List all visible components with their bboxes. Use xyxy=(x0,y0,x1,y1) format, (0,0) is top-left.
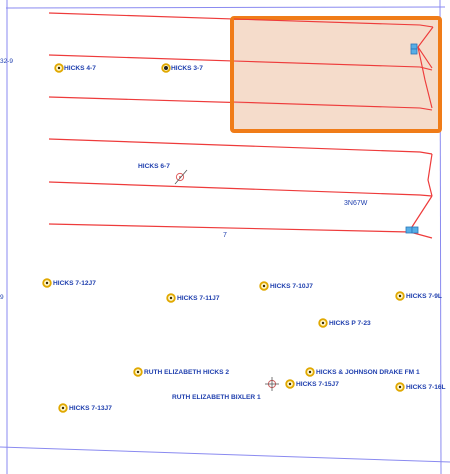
well-label: HICKS 6-7 xyxy=(138,163,170,170)
well-hicks-3-7[interactable]: HICKS 3-7 xyxy=(161,63,203,73)
dry-hole-slash-icon xyxy=(174,169,188,185)
pad-marker-bottom[interactable] xyxy=(411,226,419,234)
township-label: 3N67W xyxy=(344,200,368,207)
well-hicks-johnson-drake[interactable]: HICKS & JOHNSON DRAKE FM 1 xyxy=(305,367,420,377)
well-hicks-p-7-23[interactable]: HICKS P 7-23 xyxy=(318,318,371,328)
well-label: HICKS 7-12J7 xyxy=(53,280,96,287)
highlight-rectangle[interactable] xyxy=(230,16,442,133)
well-dot-icon xyxy=(57,66,61,70)
well-hicks-7-15j7[interactable]: HICKS 7-15J7 xyxy=(285,379,339,389)
section-line-top xyxy=(5,6,446,9)
edge-label-left-mid: 9 xyxy=(0,294,4,301)
well-hicks-7-9l[interactable]: HICKS 7-9L xyxy=(395,291,442,301)
section-line-bottom xyxy=(0,446,450,463)
well-dot-icon xyxy=(61,406,65,410)
well-label: HICKS 7-11J7 xyxy=(177,295,220,302)
well-hicks-7-12j7[interactable]: HICKS 7-12J7 xyxy=(42,278,96,288)
lateral-4 xyxy=(48,138,433,155)
laterals-over-highlight xyxy=(233,18,434,111)
lateral-5 xyxy=(48,181,433,197)
well-dot-icon xyxy=(398,385,402,389)
well-label: HICKS 4-7 xyxy=(64,65,96,72)
lateral-6 xyxy=(48,223,433,239)
well-ruth-elizabeth-bixler-1[interactable]: RUTH ELIZABETH BIXLER 1 xyxy=(172,377,279,401)
well-hicks-7-13j7[interactable]: HICKS 7-13J7 xyxy=(58,403,112,413)
pad-marker-top[interactable] xyxy=(410,48,418,55)
well-hicks-6-7[interactable]: HICKS 6-7 xyxy=(138,163,188,185)
pad-marker-top[interactable] xyxy=(410,43,418,50)
wells: HICKS 4-7 HICKS 3-7 HICKS 6-7 HICKS 7-12… xyxy=(42,63,446,413)
lateral-1-over xyxy=(233,18,434,28)
well-hicks-4-7[interactable]: HICKS 4-7 xyxy=(54,63,96,73)
well-hicks-7-10j7[interactable]: HICKS 7-10J7 xyxy=(259,281,313,291)
return-leg-3 xyxy=(409,195,433,231)
well-dot-icon xyxy=(45,281,49,285)
well-label: HICKS P 7-23 xyxy=(329,320,371,327)
well-dot-icon xyxy=(136,370,140,374)
well-label: HICKS & JOHNSON DRAKE FM 1 xyxy=(316,369,420,376)
well-dot-icon xyxy=(288,382,292,386)
lateral-2-over xyxy=(233,60,433,71)
well-label: HICKS 7-9L xyxy=(406,293,442,300)
well-dot-icon xyxy=(169,296,173,300)
well-hicks-7-16l[interactable]: HICKS 7-16L xyxy=(395,382,446,392)
well-dot-icon xyxy=(308,370,312,374)
well-label: RUTH ELIZABETH BIXLER 1 xyxy=(172,394,261,401)
surface-pads xyxy=(405,43,419,234)
well-label: HICKS 7-16L xyxy=(406,384,446,391)
well-dot-icon xyxy=(398,294,402,298)
well-label: HICKS 7-15J7 xyxy=(296,381,339,388)
well-label: HICKS 3-7 xyxy=(171,65,203,72)
well-hicks-7-11j7[interactable]: HICKS 7-11J7 xyxy=(166,293,220,303)
well-label: HICKS 7-10J7 xyxy=(270,283,313,290)
pad-marker-bottom[interactable] xyxy=(405,226,413,234)
edge-label-left-top: 32-9 xyxy=(0,58,13,65)
return-leg-4 xyxy=(427,153,433,197)
well-dot-icon xyxy=(262,284,266,288)
well-label: RUTH ELIZABETH HICKS 2 xyxy=(144,369,229,376)
well-dot-icon xyxy=(164,66,168,70)
well-label: HICKS 7-13J7 xyxy=(69,405,112,412)
well-dot-icon xyxy=(321,321,325,325)
lateral-3-over xyxy=(233,101,433,111)
well-ruth-elizabeth-hicks-2[interactable]: RUTH ELIZABETH HICKS 2 xyxy=(133,367,229,377)
section-label: 7 xyxy=(223,232,227,239)
return-leg-2-over xyxy=(417,46,433,109)
